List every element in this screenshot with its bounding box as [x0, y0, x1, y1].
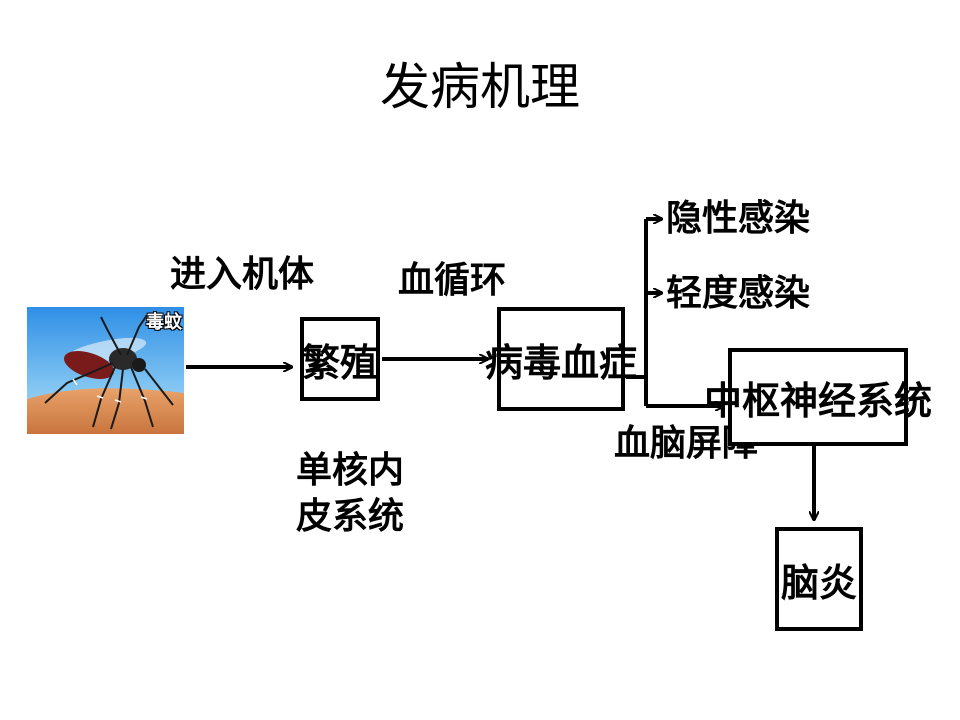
mosquito-icon — [27, 307, 184, 434]
node-cns: 中枢神经系统 — [704, 348, 932, 446]
label-blood-circulation: 血循环 — [398, 260, 507, 301]
node-encephalitis: 脑炎 — [775, 527, 863, 631]
mononuclear-line-2: 皮系统 — [296, 496, 405, 537]
outcome-mild: 轻度感染 — [666, 273, 811, 314]
mononuclear-line-1: 单核内 — [296, 450, 405, 491]
page-title: 发病机理 — [380, 58, 580, 116]
mononuclear-system: 单核内 皮系统 — [296, 448, 404, 540]
mosquito-photo: 毒蚊 — [27, 307, 184, 434]
outcome-latent: 隐性感染 — [666, 198, 811, 239]
photo-caption: 毒蚊 — [146, 312, 182, 333]
label-enter-body: 进入机体 — [170, 254, 315, 295]
node-proliferation: 繁殖 — [300, 317, 380, 401]
node-viremia: 病毒血症 — [485, 307, 637, 411]
